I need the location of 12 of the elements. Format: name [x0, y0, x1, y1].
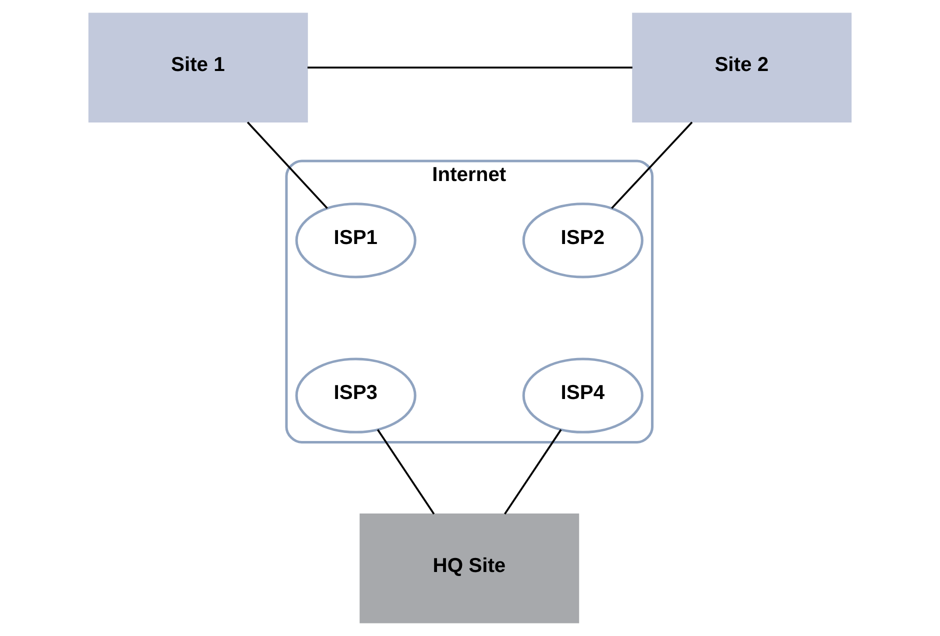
node-box: Site 1 — [88, 12, 308, 122]
connector — [246, 122, 328, 209]
connector — [308, 66, 632, 69]
node-ellipse: ISP2 — [522, 202, 644, 278]
connector — [376, 429, 435, 514]
node-ellipse: ISP1 — [295, 202, 416, 278]
connector — [504, 429, 562, 514]
connector — [611, 122, 693, 209]
node-box: Site 2 — [632, 12, 852, 122]
node-ellipse: ISP4 — [522, 358, 644, 434]
node-box: HQ Site — [360, 514, 580, 624]
node-ellipse: ISP3 — [295, 358, 416, 434]
